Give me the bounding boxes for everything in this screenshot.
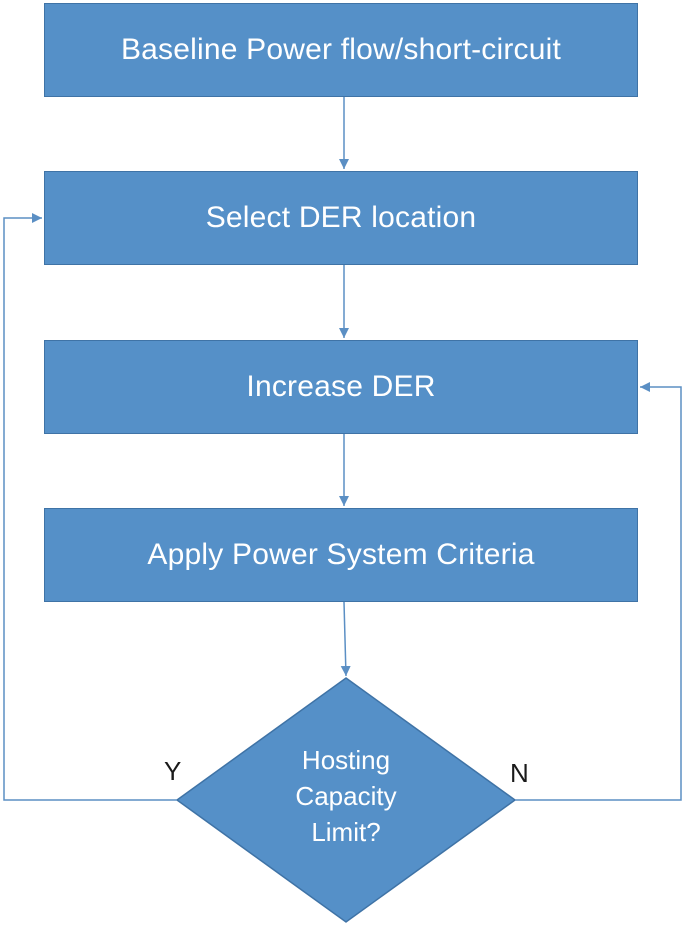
decision-diamond — [175, 677, 517, 923]
arrow-yes-loop — [3, 213, 177, 801]
apply-criteria-label: Apply Power System Criteria — [147, 538, 535, 571]
baseline-label: Baseline Power flow/short-circuit — [120, 33, 562, 66]
arrow-apply-to-decision — [340, 601, 351, 677]
decision-label: Hosting Capacity Limit? — [246, 742, 446, 850]
yes-edge-label: Y — [164, 756, 182, 786]
select-location-box: Select DER location — [44, 171, 638, 265]
baseline-box: Baseline Power flow/short-circuit — [44, 3, 638, 97]
select-location-label: Select DER location — [205, 201, 477, 234]
arrow-no-loop — [515, 382, 682, 801]
decision-label-line-2: Capacity — [295, 781, 397, 811]
no-edge-label: N — [510, 758, 529, 788]
apply-criteria-box: Apply Power System Criteria — [44, 508, 638, 602]
increase-der-box: Increase DER — [44, 340, 638, 434]
increase-der-label: Increase DER — [246, 370, 436, 403]
decision-label-line-1: Hosting — [301, 745, 391, 775]
decision-label-line-3: Limit? — [311, 817, 381, 847]
